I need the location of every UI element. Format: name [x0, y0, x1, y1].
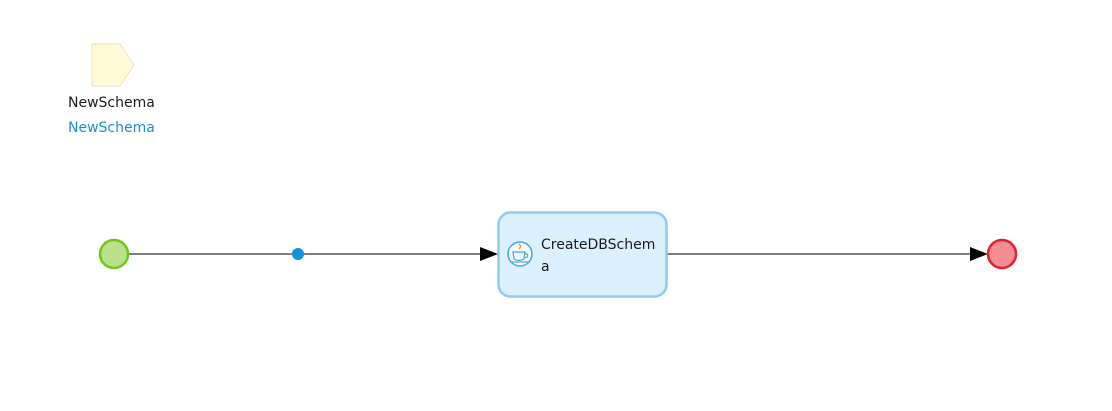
parameter-name: NewSchema [68, 95, 155, 111]
merge-point[interactable] [292, 248, 304, 260]
java-action-icon [507, 241, 533, 267]
end-event[interactable] [986, 238, 1018, 270]
start-event[interactable] [98, 238, 130, 270]
parameter-shape[interactable] [91, 43, 135, 87]
parameter-type: NewSchema [68, 120, 155, 136]
activity-label: CreateDBSchema [541, 237, 656, 275]
activity-create-db-schema[interactable] [497, 211, 668, 298]
